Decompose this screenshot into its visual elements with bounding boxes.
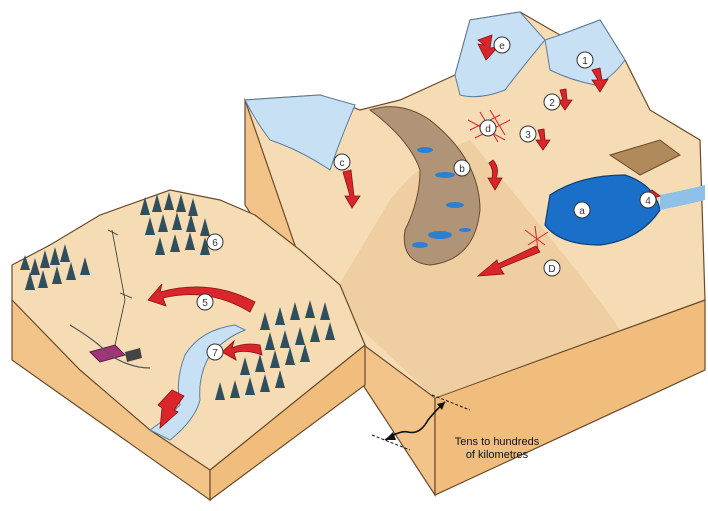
marker-6-label: 6	[212, 238, 218, 249]
marker-5: 5	[197, 294, 213, 310]
scale-caption-line1: Tens to hundreds	[442, 436, 552, 449]
marker-5-label: 5	[202, 298, 208, 309]
marker-7: 7	[207, 344, 223, 360]
marker-c-label: c	[340, 158, 345, 169]
marker-e-label: e	[499, 41, 505, 52]
scale-caption: Tens to hundreds of kilometres	[442, 436, 552, 462]
marker-d: d	[480, 120, 496, 136]
marker-b: b	[454, 160, 470, 176]
marker-1: 1	[577, 52, 593, 68]
marker-c: c	[334, 154, 350, 170]
marker-4-label: 4	[645, 196, 651, 207]
marker-2-label: 2	[549, 98, 555, 109]
marker-b-label: b	[459, 164, 465, 175]
marker-2: 2	[544, 94, 560, 110]
marker-3: 3	[520, 126, 536, 142]
marker-D-label: D	[548, 264, 555, 275]
marker-a-label: a	[579, 206, 585, 217]
marker-4: 4	[640, 192, 656, 208]
marker-a: a	[574, 202, 590, 218]
marker-3-label: 3	[525, 130, 531, 141]
marker-6: 6	[207, 234, 223, 250]
marker-7-label: 7	[212, 348, 218, 359]
marker-1-label: 1	[582, 56, 588, 67]
marker-d-label: d	[485, 124, 491, 135]
scale-caption-line2: of kilometres	[442, 449, 552, 462]
marker-D: D	[544, 260, 560, 276]
marker-e: e	[494, 37, 510, 53]
